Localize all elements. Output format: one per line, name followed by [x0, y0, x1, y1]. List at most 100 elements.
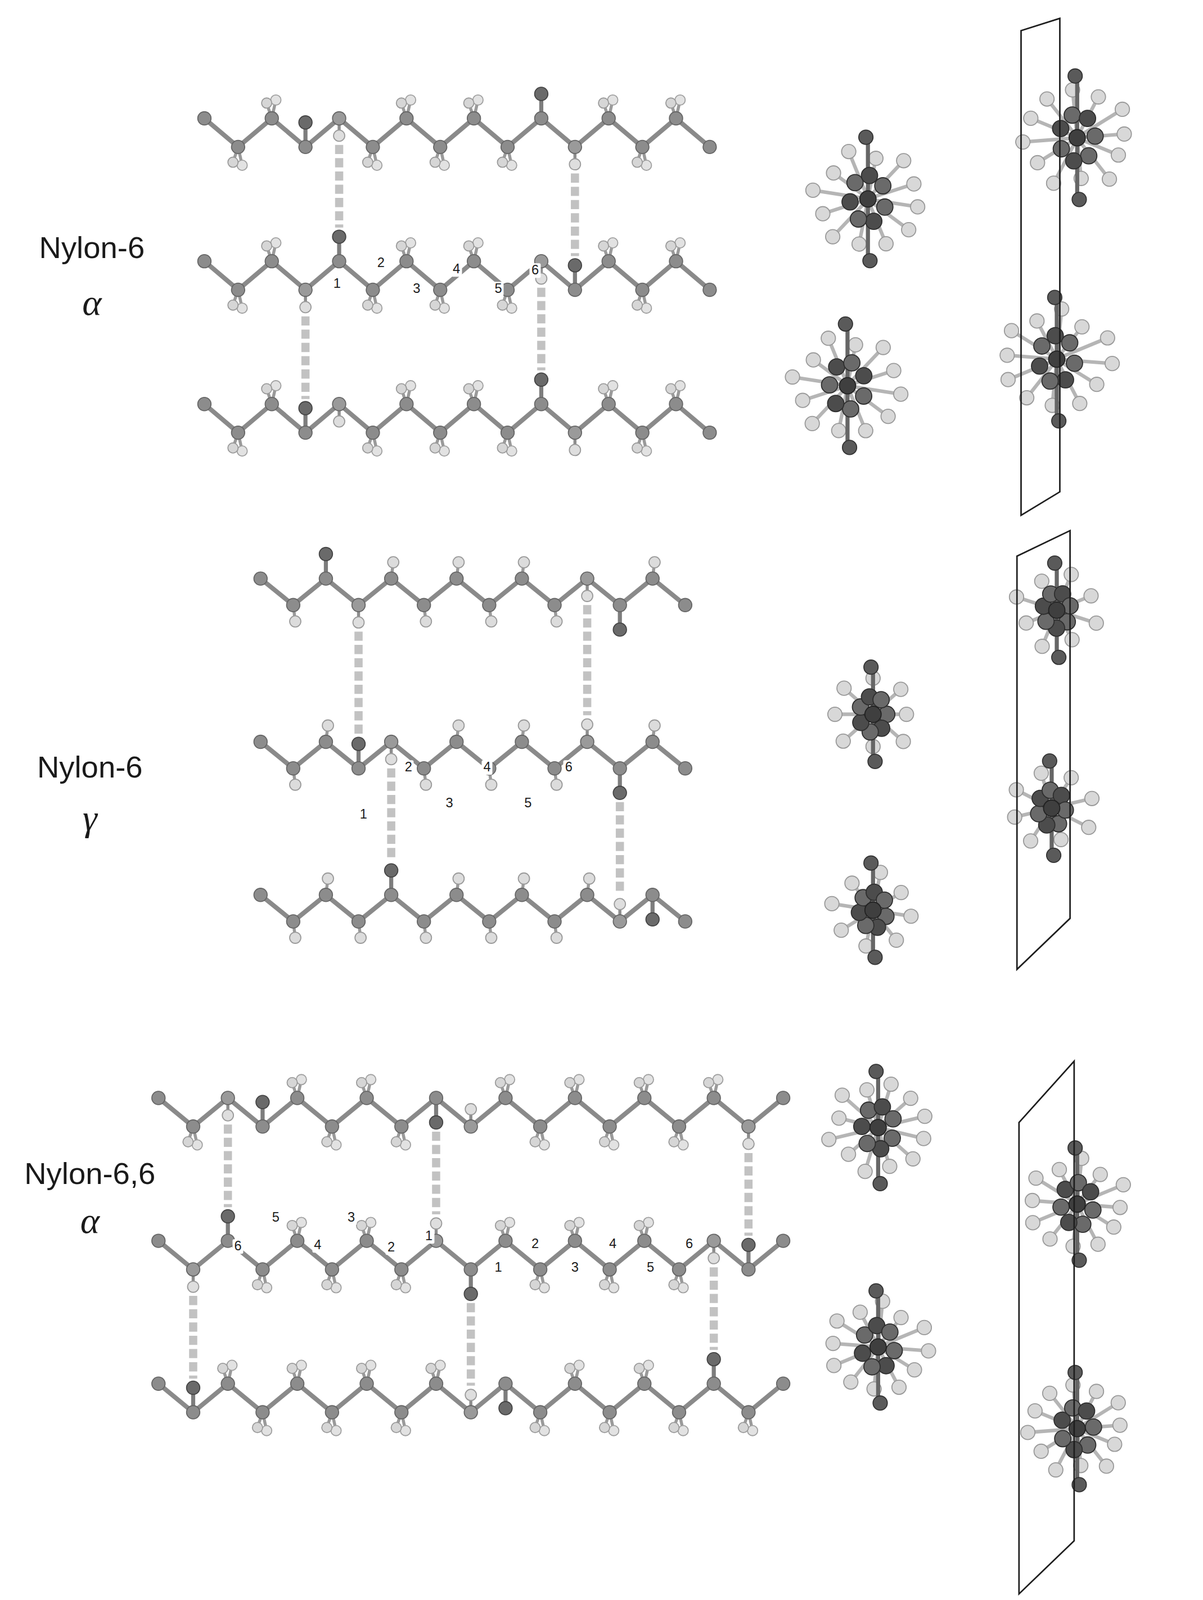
- carbon-number: 5: [522, 796, 534, 811]
- hydrogen-atom: [804, 416, 819, 431]
- hydrogen-atom: [598, 383, 609, 394]
- carbon-atom: [394, 1120, 409, 1134]
- hydrogen-atom: [354, 932, 367, 944]
- carbon-number: 2: [403, 760, 414, 776]
- hydrogen-atom: [551, 932, 563, 944]
- hydrogen-atom: [1025, 1215, 1040, 1230]
- hydrogen-atom: [396, 383, 407, 394]
- hydrogen-atom: [365, 1074, 376, 1085]
- carbon-atom: [255, 1120, 270, 1134]
- carbon-atom: [394, 1263, 409, 1277]
- hydrogen-atom: [539, 1283, 550, 1294]
- hydrogen-atom: [607, 380, 618, 391]
- hydrogen-atom: [333, 416, 345, 428]
- hydrogen-atom: [435, 1360, 446, 1371]
- hydrogen-atom: [668, 1137, 679, 1148]
- nitrogen-atom: [332, 111, 346, 126]
- carbon-atom: [533, 1406, 548, 1420]
- carbon-atom: [359, 1377, 374, 1391]
- carbon-atom: [865, 213, 882, 230]
- hydrogen-atom: [405, 380, 416, 391]
- hydrogen-atom: [1053, 832, 1069, 847]
- hydrogen-atom: [261, 97, 272, 108]
- carbon-atom: [547, 762, 562, 776]
- hydrogen-atom: [703, 1078, 714, 1089]
- oxygen-atom: [867, 950, 882, 965]
- carbon-atom: [568, 283, 583, 297]
- hydrogen-atom: [831, 423, 846, 438]
- carbon-atom: [498, 1234, 513, 1248]
- hydrogen-atom: [506, 303, 517, 314]
- hydrogen-atom: [439, 445, 450, 457]
- carbon-atom: [1082, 1183, 1099, 1201]
- carbon-atom: [332, 254, 346, 269]
- hydrogen-atom: [1042, 1386, 1057, 1401]
- hydrogen-bond: [466, 1303, 476, 1387]
- hydrogen-atom: [569, 444, 581, 456]
- chain-end-view: [1025, 1141, 1131, 1268]
- hydrogen-atom: [1007, 810, 1022, 825]
- hydrogen-atom: [270, 237, 281, 249]
- hydrogen-atom: [518, 720, 530, 732]
- hydrogen-atom: [296, 1360, 307, 1371]
- carbon-atom: [298, 426, 313, 440]
- carbon-atom: [366, 426, 380, 440]
- carbon-atom: [864, 706, 882, 723]
- hydrogen-atom: [286, 1078, 297, 1089]
- carbon-atom: [449, 571, 464, 586]
- hydrogen-atom: [1107, 1437, 1122, 1452]
- hydrogen-atom: [907, 1363, 922, 1378]
- hydrogen-atom: [836, 734, 851, 749]
- carbon-atom: [678, 762, 693, 776]
- hydrogen-atom: [321, 1137, 332, 1148]
- hydrogen-atom: [321, 1280, 332, 1291]
- carbon-atom: [637, 1377, 652, 1391]
- hydrogen-atom: [906, 1152, 921, 1167]
- carbon-atom: [515, 888, 529, 903]
- carbon-atom: [645, 888, 660, 903]
- hydrogen-atom: [362, 300, 373, 311]
- hydrogen-atom: [1034, 766, 1049, 781]
- hydrogen-atom: [518, 556, 530, 569]
- chain-end-view: [827, 660, 914, 769]
- hydrogen-atom: [608, 1283, 619, 1294]
- hydrogen-atom: [289, 615, 301, 628]
- hydrogen-atom: [362, 157, 373, 168]
- carbon-atom: [417, 762, 431, 776]
- hydrogen-atom: [365, 1217, 376, 1228]
- hydrogen-atom: [296, 1074, 307, 1085]
- hydrogen-bond: [335, 145, 344, 228]
- carbon-atom: [855, 388, 872, 405]
- hydrogen-atom: [738, 1422, 749, 1434]
- carbon-atom: [399, 111, 414, 126]
- hydrogen-atom: [708, 1253, 720, 1265]
- nitrogen-atom: [221, 1091, 235, 1106]
- carbon-atom: [1047, 327, 1064, 345]
- hydrogen-atom: [841, 1147, 856, 1162]
- hydrogen-atom: [825, 1336, 840, 1351]
- hydrogen-atom: [322, 720, 334, 732]
- hydrogen-atom: [485, 932, 497, 944]
- hydrogen-atom: [227, 443, 238, 454]
- hydrogen-atom: [187, 1281, 199, 1293]
- nitrogen-atom: [384, 735, 399, 750]
- hydrogen-atom: [400, 1140, 411, 1151]
- hydrogen-atom: [371, 303, 382, 314]
- carbon-atom: [290, 1234, 305, 1248]
- carbon-atom: [1069, 1196, 1086, 1213]
- hydrogen-atom: [564, 1078, 575, 1089]
- carbon-atom: [255, 1263, 270, 1277]
- hydrogen-atom: [668, 1422, 679, 1434]
- oxygen-atom: [1051, 413, 1066, 428]
- hydrogen-atom: [506, 160, 517, 171]
- carbon-atom: [253, 735, 268, 750]
- oxygen-atom: [1042, 754, 1057, 769]
- nitrogen-atom: [580, 571, 594, 586]
- form-symbol: α: [80, 1203, 100, 1240]
- hydrogen-atom: [252, 1280, 263, 1291]
- hydrogen-atom: [608, 1426, 619, 1437]
- hydrogen-atom: [485, 779, 497, 791]
- carbon-atom: [635, 140, 650, 155]
- hydrogen-atom: [1042, 1232, 1057, 1247]
- carbon-atom: [1064, 106, 1081, 124]
